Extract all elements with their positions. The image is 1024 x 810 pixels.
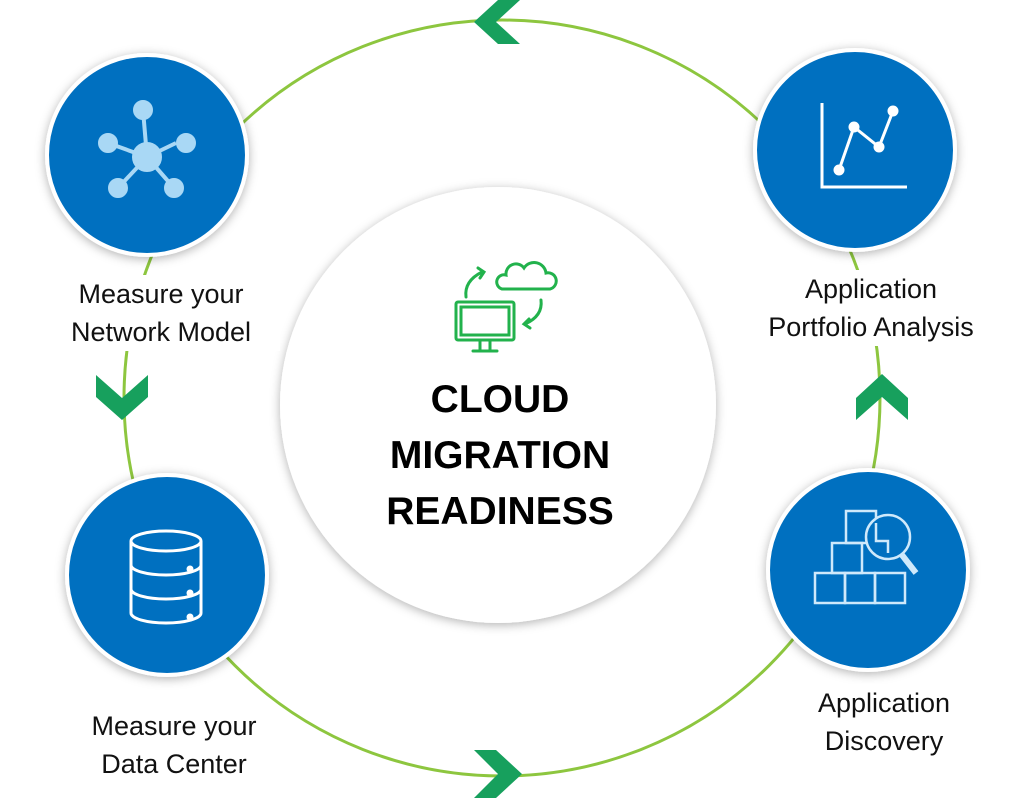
step-label-datacenter: Measure your Data Center [70,707,278,783]
title-line: MIGRATION [389,434,611,477]
database-icon [129,529,203,625]
label-line: Measure your [91,711,257,741]
center-title: CLOUD MIGRATION READINESS [330,372,670,540]
step-circle-portfolio [753,48,957,252]
arrow-up-icon [856,374,908,420]
title-line: READINESS [386,490,614,533]
step-label-network: Measure your Network Model [42,275,280,351]
arrow-right-icon [474,750,522,798]
step-label-discovery: Application Discovery [790,684,978,760]
label-line: Application [804,274,938,304]
line-chart-icon [820,103,907,189]
step-circle-discovery [766,468,970,672]
arrow-down-icon [96,375,148,420]
label-line: Network Model [70,317,252,347]
center-circle [280,187,716,623]
label-line: Discovery [824,726,944,756]
boxes-magnifier-icon [813,509,919,605]
network-hub-icon [98,100,196,198]
label-line: Application [817,688,951,718]
cloud-computer-sync-icon [454,261,558,353]
label-line: Measure your [78,279,244,309]
label-line: Portfolio Analysis [768,312,974,342]
label-line: Data Center [101,749,247,779]
step-label-portfolio: Application Portfolio Analysis [742,270,1000,346]
arrow-left-icon [474,0,520,44]
title-line: CLOUD [430,378,570,421]
